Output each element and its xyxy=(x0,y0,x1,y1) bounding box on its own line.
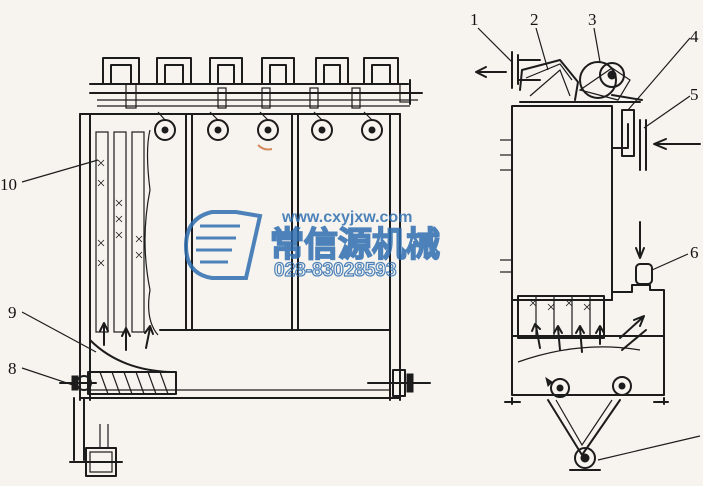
label-1: 1 xyxy=(470,10,479,29)
shaking-mechanism xyxy=(89,79,423,109)
side-section-view xyxy=(475,51,701,471)
label-8: 8 xyxy=(8,359,17,378)
label-10: 10 xyxy=(0,175,17,194)
filter-bags xyxy=(95,129,159,351)
orange-mark xyxy=(257,144,273,151)
label-5: 5 xyxy=(690,85,699,104)
watermark-brand: 常信源机械 xyxy=(270,226,440,264)
label-3: 3 xyxy=(588,10,597,29)
left-callouts: 10 9 8 xyxy=(0,159,99,387)
watermark: www.cxyjxw.com 常信源机械 028-83028593 xyxy=(183,209,441,282)
housing xyxy=(79,113,401,401)
front-section-view xyxy=(59,57,431,477)
outlet-flange xyxy=(475,51,541,89)
label-4: 4 xyxy=(690,27,699,46)
label-2: 2 xyxy=(530,10,539,29)
watermark-url: www.cxyjxw.com xyxy=(281,209,412,226)
rollers xyxy=(154,111,383,141)
watermark-logo-icon xyxy=(183,210,263,280)
screw-conveyor xyxy=(59,339,431,477)
right-callouts: 1 2 3 4 5 6 xyxy=(470,10,699,271)
side-housing xyxy=(500,105,701,471)
label-9: 9 xyxy=(8,303,17,322)
watermark-phone: 028-83028593 xyxy=(274,260,397,281)
label-6: 6 xyxy=(690,243,699,262)
valve-boxes xyxy=(102,57,399,85)
